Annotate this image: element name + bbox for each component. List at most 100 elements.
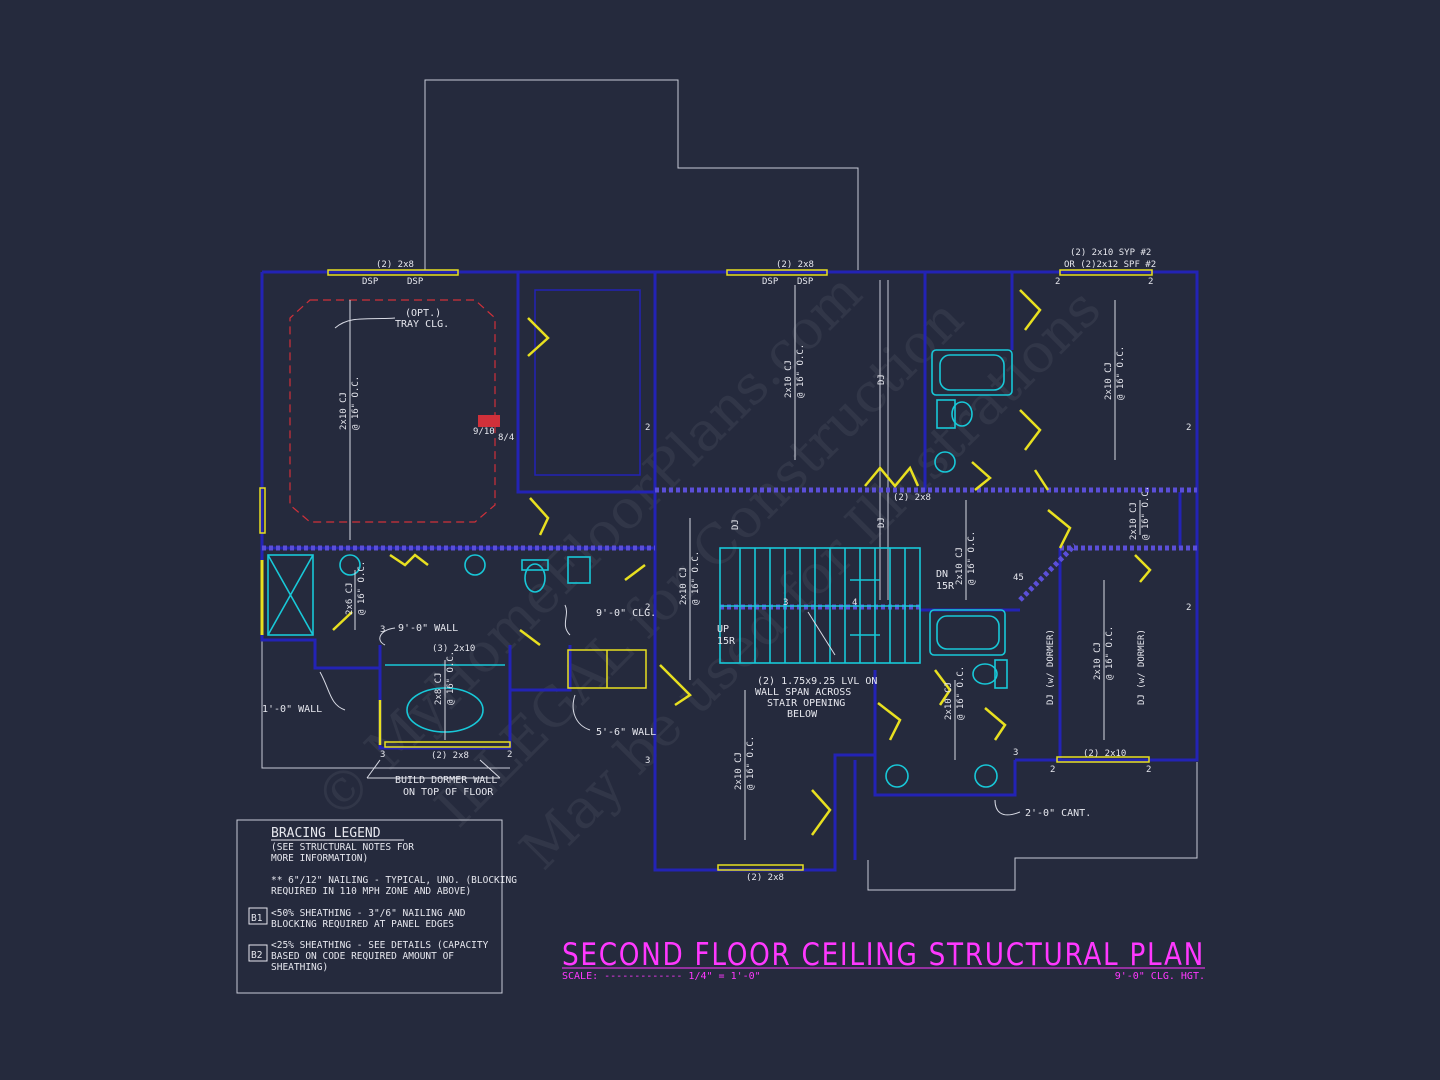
tray-label: (OPT.) — [405, 308, 441, 319]
legend-note: MORE INFORMATION) — [271, 853, 368, 864]
legend-code-b2: B2 — [251, 950, 262, 961]
scale-label: SCALE: ------------- 1/4" = 1'-0" — [562, 971, 761, 982]
spacing-label: @ 16" O.C. — [796, 344, 806, 398]
section-label: 8/4 — [498, 433, 514, 443]
dormer-note: BUILD DORMER WALL — [395, 775, 497, 786]
legend-item: ** 6"/12" NAILING - TYPICAL, UNO. (BLOCK… — [271, 875, 517, 886]
header-label: (2) 2x8 — [746, 873, 784, 883]
joist-label: 2x10 CJ — [339, 392, 349, 430]
number-label: 3 — [1013, 748, 1018, 758]
tray-ceiling — [289, 299, 496, 523]
legend-item: BLOCKING REQUIRED AT PANEL EDGES — [271, 919, 454, 930]
window-headers — [259, 269, 1153, 871]
header-label: (2) 2x10 SYP #2 — [1070, 248, 1151, 258]
bracing-legend: BRACING LEGEND (SEE STRUCTURAL NOTES FOR… — [236, 819, 517, 994]
post-marker — [478, 415, 500, 427]
number-label: 4 — [852, 598, 857, 608]
joist-label: 2x10 CJ — [1093, 642, 1103, 680]
dj-dormer-label: DJ (w/ DORMER) — [1137, 629, 1147, 705]
wall-label: 9'-0" WALL — [398, 623, 458, 634]
joist-label: 2x10 CJ — [955, 547, 965, 585]
stair-risers-label: 15R — [936, 581, 955, 592]
spacing-label: @ 16" O.C. — [956, 666, 966, 720]
header-label: (2) 2x8 — [376, 260, 414, 270]
header-label: (2) 2x8 — [776, 260, 814, 270]
header-label: OR (2)2x12 SPF #2 — [1064, 260, 1156, 270]
lvl-note: WALL SPAN ACROSS — [755, 687, 851, 698]
header-label: (3) 2x10 — [432, 644, 475, 654]
spacing-label: @ 16" O.C. — [446, 651, 456, 705]
stair-risers-label: 15R — [717, 636, 736, 647]
dj-label: DJ — [877, 374, 887, 385]
stairs — [719, 547, 921, 664]
cantilever-note: 2'-0" CANT. — [1025, 808, 1091, 819]
stair-dn-label: DN — [936, 569, 948, 580]
number-label: 3 — [783, 598, 788, 608]
section-label: 9/10 — [473, 427, 495, 437]
dsp-label: DSP — [762, 277, 779, 287]
text-labels: (2) 2x8 DSP DSP (2) 2x8 DSP DSP (2) 2x10… — [262, 248, 1191, 883]
spacing-label: @ 16" O.C. — [351, 376, 361, 430]
span-arrows — [349, 285, 1141, 840]
lvl-note: BELOW — [787, 709, 818, 720]
stair-up-label: UP — [717, 624, 729, 635]
angle-label: 45 — [1013, 573, 1024, 583]
legend-code-b1: B1 — [251, 913, 263, 924]
number-label: 2 — [1055, 277, 1060, 287]
exterior-walls — [260, 270, 1199, 872]
joist-label: 2x10 CJ — [1129, 502, 1139, 540]
spacing-label: @ 16" O.C. — [691, 551, 701, 605]
number-label: 2 — [1050, 765, 1055, 775]
joist-label: 2x10 CJ — [1104, 362, 1114, 400]
leaders — [319, 317, 1021, 816]
number-label: 2 — [1146, 765, 1151, 775]
dj-label: DJ — [731, 519, 741, 530]
fixtures — [267, 349, 1013, 788]
joist-label: 2x10 CJ — [734, 752, 744, 790]
wall-label: 5'-6" WALL — [596, 727, 656, 738]
wall-label: 9'-0" CLG. — [596, 608, 656, 619]
dsp-label: DSP — [407, 277, 424, 287]
beams — [262, 487, 1197, 610]
header-label: (2) 2x10 — [1083, 749, 1126, 759]
legend-note: (SEE STRUCTURAL NOTES FOR — [271, 842, 414, 853]
header-label: (2) 2x8 — [893, 493, 931, 503]
lvl-note: STAIR OPENING — [767, 698, 845, 709]
doors — [260, 289, 1152, 836]
spacing-label: @ 16" O.C. — [1105, 626, 1115, 680]
spacing-label: @ 16" O.C. — [967, 531, 977, 585]
ceiling-height-label: 9'-0" CLG. HGT. — [1115, 971, 1205, 982]
number-label: 2 — [645, 423, 650, 433]
spacing-label: @ 16" O.C. — [1116, 346, 1126, 400]
legend-item: BASED ON CODE REQUIRED AMOUNT OF — [271, 951, 454, 962]
joist-label: 2x6 CJ — [345, 582, 355, 615]
number-label: 2 — [1186, 423, 1191, 433]
title-block: SECOND FLOOR CEILING STRUCTURAL PLAN SCA… — [562, 937, 1205, 982]
lvl-note: (2) 1.75x9.25 LVL ON — [757, 676, 877, 687]
legend-item: <25% SHEATHING - SEE DETAILS (CAPACITY — [271, 940, 489, 951]
dj-label: DJ — [877, 517, 887, 528]
dormer-note: ON TOP OF FLOOR — [403, 787, 494, 798]
number-label: 2 — [645, 603, 650, 613]
number-label: 3 — [380, 750, 385, 760]
legend-item: <50% SHEATHING - 3"/6" NAILING AND — [271, 908, 466, 919]
joist-label: 2x10 CJ — [784, 360, 794, 398]
dj-dormer-label: DJ (w/ DORMER) — [1046, 629, 1056, 705]
wall-label: 1'-0" WALL — [262, 704, 322, 715]
dsp-label: DSP — [797, 277, 814, 287]
spacing-label: @ 16" O.C. — [1141, 486, 1151, 540]
joist-label: 2x10 CJ — [679, 567, 689, 605]
spacing-label: @ 16" O.C. — [746, 736, 756, 790]
roof-outline — [261, 79, 1198, 891]
number-label: 3 — [645, 756, 650, 766]
legend-title: BRACING LEGEND — [271, 826, 381, 841]
number-label: 2 — [1148, 277, 1153, 287]
dsp-label: DSP — [362, 277, 379, 287]
tray-label: TRAY CLG. — [395, 319, 449, 330]
spacing-label: @ 16" O.C. — [357, 561, 367, 615]
legend-item: SHEATHING) — [271, 962, 328, 973]
plan-title: SECOND FLOOR CEILING STRUCTURAL PLAN — [562, 937, 1205, 973]
joist-label: 2x10 CJ — [944, 682, 954, 720]
number-label: 2 — [1186, 603, 1191, 613]
